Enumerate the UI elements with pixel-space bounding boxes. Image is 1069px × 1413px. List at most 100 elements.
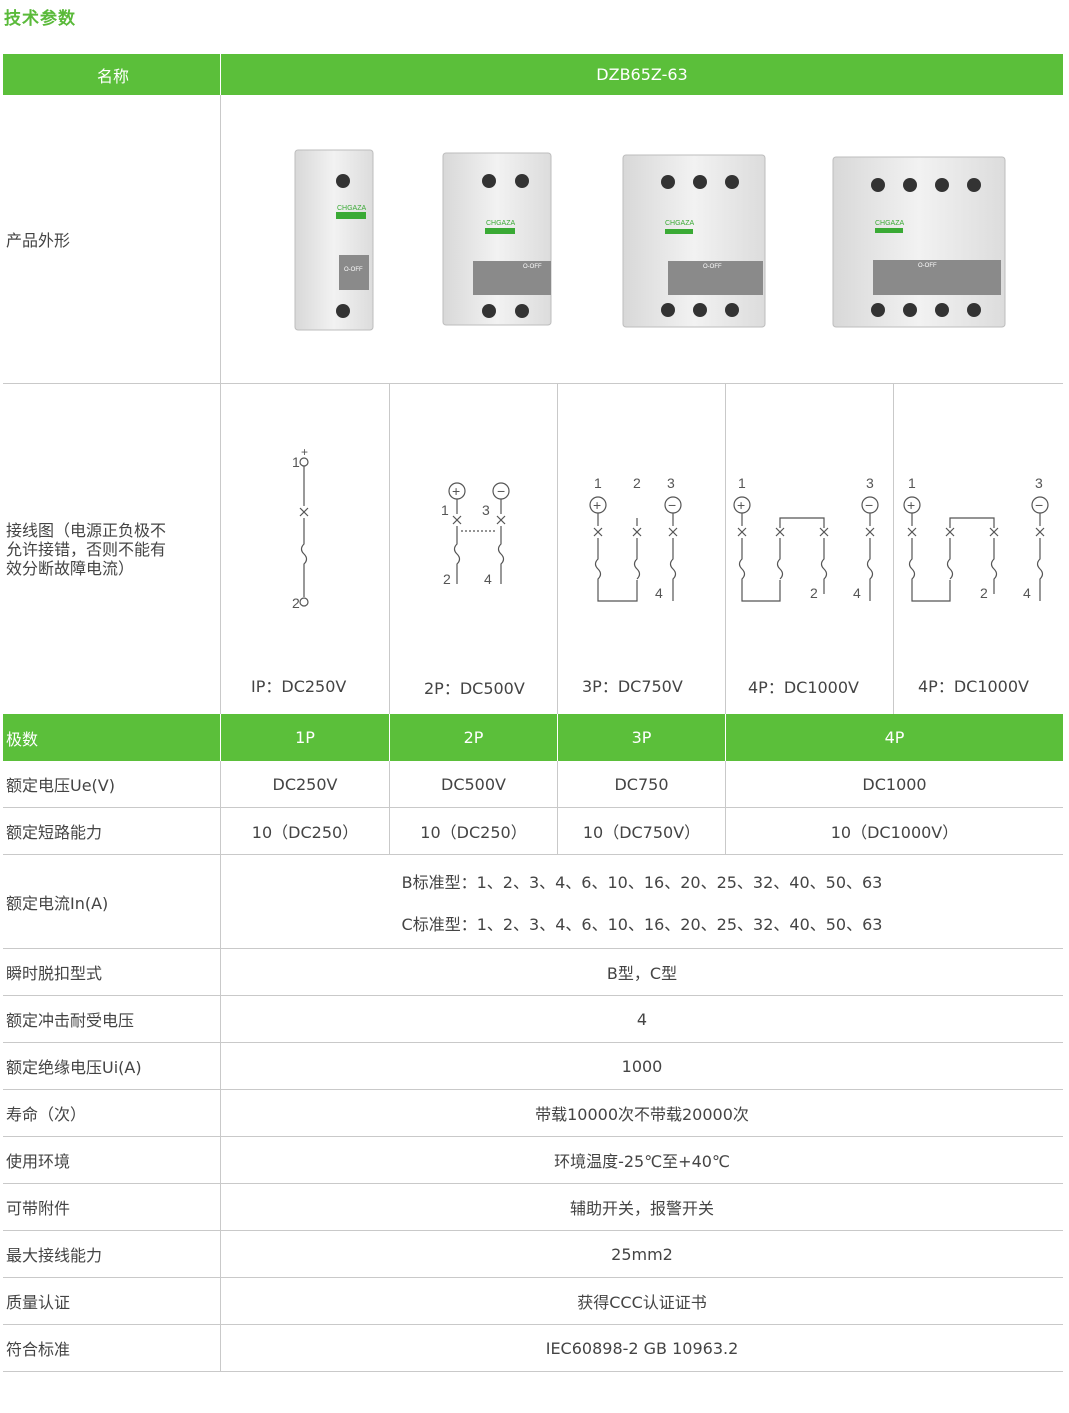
- row-label: 可带附件: [6, 1199, 71, 1218]
- trip-type-row: 瞬时脱扣型式 B型，C型: [3, 949, 1063, 996]
- insulation-voltage-row: 额定绝缘电压Ui(A) 1000: [3, 1043, 1063, 1090]
- svg-text:−: −: [1035, 497, 1043, 513]
- lifespan-row: 寿命（次） 带载10000次不带载20000次: [3, 1090, 1063, 1137]
- row-value: B型，C型: [606, 964, 678, 983]
- row-value: 环境温度-25℃至+40℃: [554, 1152, 730, 1171]
- poles-3p: 3P: [631, 728, 652, 747]
- svg-text:2: 2: [443, 571, 451, 587]
- breaker-3p-image: CHGAZA O-OFF: [622, 154, 766, 328]
- breaker-1p-image: CHGAZA O-OFF: [294, 149, 374, 331]
- row-label: 瞬时脱扣型式: [6, 964, 103, 983]
- current-label: 额定电流In(A): [6, 893, 109, 913]
- wiring-label: 接线图（电源正负极不 允许接错，否则不能有 效分断故障电流）: [6, 520, 167, 578]
- row-label: 额定冲击耐受电压: [6, 1011, 135, 1030]
- breaking-3p: 10（DC750V）: [582, 823, 701, 842]
- wiring-3p: 1 2 3 + − 4: [589, 475, 682, 602]
- current-values: B标准型：1、2、3、4、6、10、16、20、25、32、40、50、63 C…: [221, 855, 1063, 948]
- svg-text:1: 1: [738, 475, 746, 491]
- svg-text:CHGAZA: CHGAZA: [665, 220, 695, 227]
- voltage-row: 额定电压Ue(V) DC250V DC500V DC750 DC1000: [3, 761, 1063, 808]
- row-label: 符合标准: [6, 1340, 71, 1359]
- appearance-label: 产品外形: [6, 231, 71, 250]
- impulse-voltage-row: 额定冲击耐受电压 4: [3, 996, 1063, 1043]
- voltage-4p: DC1000: [862, 774, 927, 794]
- wiring-capacity-row: 最大接线能力 25mm2: [3, 1231, 1063, 1278]
- wiring-2p: + − 1 3 2 4: [441, 482, 510, 587]
- svg-text:−: −: [668, 497, 676, 513]
- poles-2p: 2P: [463, 728, 484, 747]
- row-value: IEC60898-2 GB 10963.2: [545, 1338, 739, 1358]
- row-value: 辅助开关，报警开关: [569, 1199, 714, 1218]
- voltage-label: 额定电压Ue(V): [6, 776, 115, 795]
- svg-text:+: +: [593, 497, 601, 513]
- svg-text:CHGAZA: CHGAZA: [875, 220, 905, 227]
- wiring-4p-a: 1 3 + − 2 4: [733, 475, 879, 602]
- breaking-label: 额定短路能力: [6, 823, 103, 842]
- svg-text:CHGAZA: CHGAZA: [337, 205, 367, 212]
- svg-text:3: 3: [866, 475, 874, 491]
- wiring-diagrams: 1 + 2 + − 1 3 2 4 1 2 3: [292, 445, 1049, 611]
- poles-row: 极数 1P 2P 3P 4P: [3, 714, 1063, 761]
- breaking-1p: 10（DC250）: [251, 823, 359, 842]
- voltage-2p: DC500V: [441, 774, 506, 794]
- svg-text:O-OFF: O-OFF: [918, 263, 937, 269]
- svg-text:1: 1: [292, 454, 300, 470]
- svg-text:3: 3: [1035, 475, 1043, 491]
- svg-text:+: +: [301, 445, 308, 459]
- svg-text:4: 4: [1023, 585, 1031, 601]
- row-value: 带载10000次不带载20000次: [535, 1105, 749, 1124]
- svg-text:−: −: [497, 483, 505, 499]
- wiring-row: 接线图（电源正负极不 允许接错，否则不能有 效分断故障电流） 1 + 2 + −…: [3, 384, 1063, 714]
- svg-text:2: 2: [292, 595, 300, 611]
- wiring-caption-2p: 2P：DC500V: [424, 679, 525, 698]
- wiring-caption-1p: IP：DC250V: [251, 677, 347, 696]
- wiring-caption-3p: 3P：DC750V: [582, 677, 683, 696]
- row-value: 4: [636, 1009, 648, 1029]
- svg-text:+: +: [452, 483, 460, 499]
- svg-text:1: 1: [908, 475, 916, 491]
- svg-text:4: 4: [484, 571, 492, 587]
- voltage-3p: DC750: [614, 774, 669, 794]
- row-value: 获得CCC认证证书: [577, 1293, 707, 1312]
- accessories-row: 可带附件 辅助开关，报警开关: [3, 1184, 1063, 1231]
- certification-row: 质量认证 获得CCC认证证书: [3, 1278, 1063, 1325]
- row-label: 额定绝缘电压Ui(A): [6, 1058, 142, 1077]
- wiring-1p: 1 + 2: [292, 445, 309, 611]
- product-images: CHGAZA O-OFF CHGAZA O-OFF CHGAZA O-OFF: [294, 149, 1006, 331]
- svg-text:1: 1: [441, 502, 449, 518]
- poles-4p: 4P: [884, 728, 905, 747]
- current-b-line: B标准型：1、2、3、4、6、10、16、20、25、32、40、50、63: [401, 872, 883, 892]
- name-header: 名称: [96, 66, 129, 86]
- current-row: 额定电流In(A) B标准型：1、2、3、4、6、10、16、20、25、32、…: [3, 855, 1063, 949]
- svg-text:O-OFF: O-OFF: [523, 264, 542, 270]
- row-label: 寿命（次）: [6, 1105, 87, 1124]
- wiring-caption-4p-a: 4P：DC1000V: [748, 678, 859, 697]
- svg-text:O-OFF: O-OFF: [703, 264, 722, 270]
- svg-text:CHGAZA: CHGAZA: [486, 220, 516, 227]
- svg-text:2: 2: [810, 585, 818, 601]
- model-header: DZB65Z-63: [596, 65, 688, 84]
- svg-text:+: +: [737, 497, 745, 513]
- row-value: 25mm2: [611, 1244, 673, 1264]
- breaker-2p-image: CHGAZA O-OFF: [442, 152, 552, 326]
- section-title: 技术参数: [4, 9, 76, 29]
- svg-text:3: 3: [482, 502, 490, 518]
- table-header-row: 名称 DZB65Z-63: [3, 54, 1063, 95]
- svg-text:1: 1: [594, 475, 602, 491]
- breaking-2p: 10（DC250）: [420, 823, 527, 842]
- row-label: 使用环境: [6, 1152, 71, 1171]
- svg-text:4: 4: [655, 585, 663, 601]
- poles-1p: 1P: [295, 728, 315, 747]
- svg-text:3: 3: [667, 475, 675, 491]
- breaking-4p: 10（DC1000V）: [830, 823, 959, 842]
- svg-text:2: 2: [633, 475, 641, 491]
- current-c-line: C标准型：1、2、3、4、6、10、16、20、25、32、40、50、63: [401, 914, 883, 934]
- breaking-row: 额定短路能力 10（DC250） 10（DC250） 10（DC750V） 10…: [3, 808, 1063, 855]
- wiring-caption-4p-b: 4P：DC1000V: [918, 677, 1029, 696]
- svg-text:2: 2: [980, 585, 988, 601]
- svg-text:+: +: [907, 497, 915, 513]
- svg-text:−: −: [865, 497, 873, 513]
- wiring-4p-b: 1 3 + − 2 4: [903, 475, 1049, 602]
- row-label: 最大接线能力: [6, 1246, 103, 1265]
- breaker-4p-image: CHGAZA O-OFF: [832, 156, 1006, 328]
